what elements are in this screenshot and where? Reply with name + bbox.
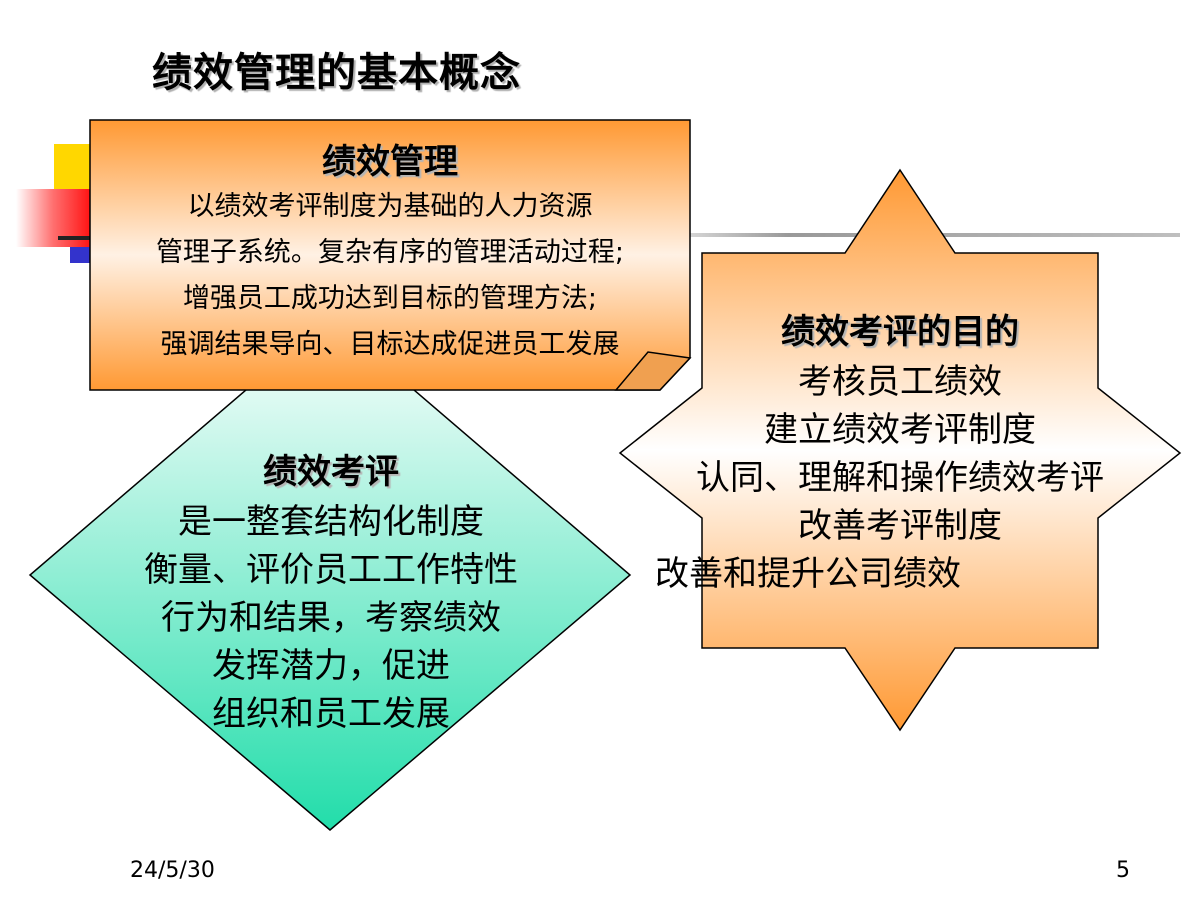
evaluation-text-block: 绩效考评 是一整套结构化制度 衡量、评价员工工作特性 行为和结果，考察绩效 发挥… bbox=[96, 446, 566, 738]
evaluation-line: 组织和员工发展 bbox=[212, 694, 450, 734]
decorative-dark-line bbox=[58, 236, 98, 240]
purpose-line: 改善和提升公司绩效 bbox=[655, 554, 961, 594]
evaluation-heading: 绩效考评 bbox=[263, 452, 399, 492]
purpose-star bbox=[618, 168, 1182, 732]
evaluation-diamond bbox=[28, 317, 632, 831]
purpose-text-block: 绩效考评的目的 考核员工绩效 建立绩效考评制度 认同、理解和操作绩效考评 改善考… bbox=[655, 306, 1145, 598]
purpose-line: 认同、理解和操作绩效考评 bbox=[696, 458, 1104, 498]
management-heading: 绩效管理 bbox=[322, 142, 458, 182]
management-line: 管理子系统。复杂有序的管理活动过程; bbox=[155, 237, 625, 268]
decorative-blue-square bbox=[70, 247, 92, 263]
page-number: 5 bbox=[1116, 858, 1130, 883]
management-card-fold bbox=[614, 351, 692, 391]
management-text-block: 绩效管理 以绩效考评制度为基础的人力资源 管理子系统。复杂有序的管理活动过程; … bbox=[92, 140, 688, 368]
purpose-line: 建立绩效考评制度 bbox=[764, 410, 1036, 450]
management-line: 增强员工成功达到目标的管理方法; bbox=[182, 283, 598, 314]
management-line: 强调结果导向、目标达成促进员工发展 bbox=[160, 329, 620, 360]
evaluation-line: 衡量、评价员工工作特性 bbox=[144, 550, 518, 590]
footer-date: 24/5/30 bbox=[130, 858, 215, 883]
evaluation-line: 行为和结果，考察绩效 bbox=[161, 598, 501, 638]
page-title: 绩效管理的基本概念 bbox=[152, 50, 521, 96]
management-line: 以绩效考评制度为基础的人力资源 bbox=[187, 191, 593, 222]
evaluation-line: 发挥潜力，促进 bbox=[212, 646, 450, 686]
evaluation-line: 是一整套结构化制度 bbox=[178, 502, 484, 542]
purpose-line: 改善考评制度 bbox=[798, 506, 1002, 546]
purpose-line: 考核员工绩效 bbox=[798, 362, 1002, 402]
purpose-heading: 绩效考评的目的 bbox=[781, 312, 1019, 352]
